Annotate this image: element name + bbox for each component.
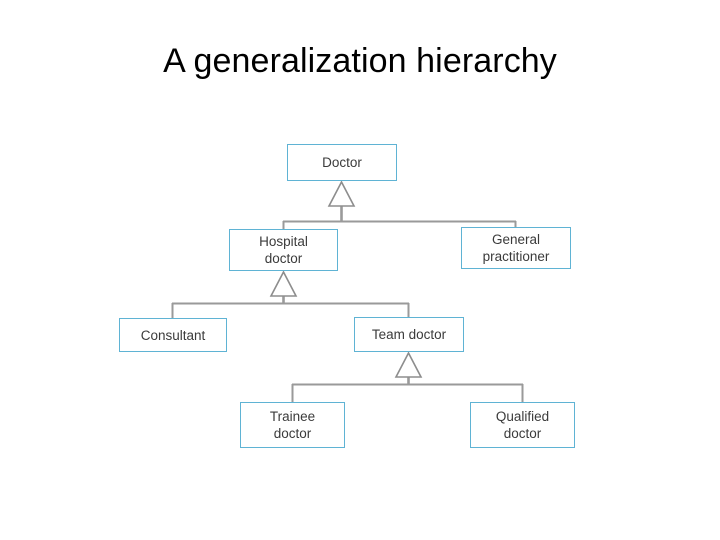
node-trainee-doctor[interactable]: Trainee doctor (240, 402, 345, 448)
generalization-triangle-doctor (327, 180, 356, 207)
node-qualified-doctor[interactable]: Qualified doctor (470, 402, 575, 448)
generalization-connector-doctor (282, 180, 517, 230)
node-consultant[interactable]: Consultant (119, 318, 227, 352)
generalization-connector-team-doctor (291, 351, 524, 403)
generalization-triangle-team-doctor (394, 351, 423, 378)
page-title: A generalization hierarchy (163, 42, 557, 80)
node-hospital-doctor[interactable]: Hospital doctor (229, 229, 338, 271)
node-team-doctor[interactable]: Team doctor (354, 317, 464, 352)
generalization-connector-hospital-doctor (171, 270, 410, 319)
generalization-triangle-hospital-doctor (269, 270, 298, 297)
node-general-practitioner[interactable]: General practitioner (461, 227, 571, 269)
node-doctor[interactable]: Doctor (287, 144, 397, 181)
